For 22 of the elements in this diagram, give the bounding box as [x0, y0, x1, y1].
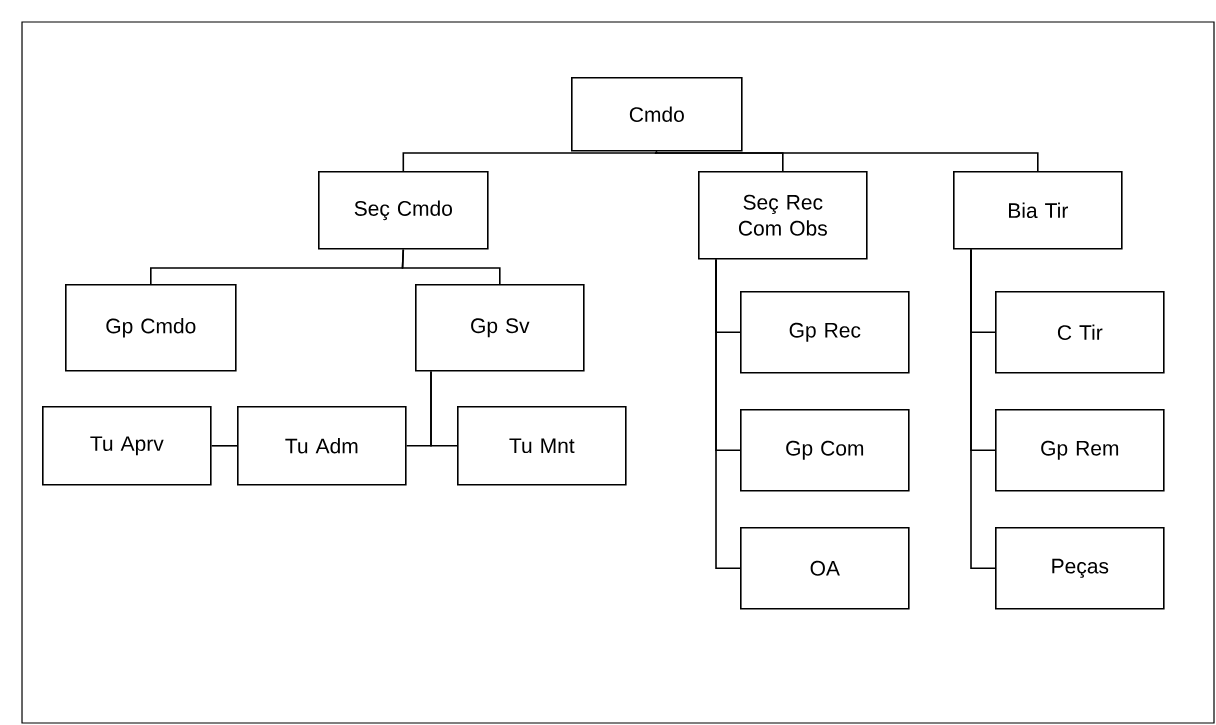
org-box: Seç Cmdo — [318, 171, 489, 250]
connector-line — [210, 445, 238, 447]
org-box: Seç Rec Com Obs — [698, 171, 868, 260]
org-box: Cmdo — [571, 77, 743, 152]
org-box: Bia Tir — [953, 171, 1123, 250]
org-box: Gp Rec — [740, 291, 910, 374]
connector-line — [430, 370, 458, 447]
org-box: C Tir — [995, 291, 1165, 374]
org-box: Gp Cmdo — [65, 284, 237, 372]
org-box: Tu Aprv — [42, 406, 212, 486]
org-box: Tu Mnt — [457, 406, 627, 486]
org-box: OA — [740, 527, 910, 610]
org-box: Gp Sv — [415, 284, 585, 372]
org-box: Gp Com — [740, 409, 910, 492]
org-box: Tu Adm — [237, 406, 407, 486]
connector-line — [402, 150, 658, 172]
connector-line — [654, 150, 1039, 172]
org-box: Peças — [995, 527, 1165, 610]
connector-line — [715, 258, 741, 570]
org-box: Gp Rem — [995, 409, 1165, 492]
connector-line — [401, 248, 501, 285]
connector-line — [970, 248, 996, 570]
